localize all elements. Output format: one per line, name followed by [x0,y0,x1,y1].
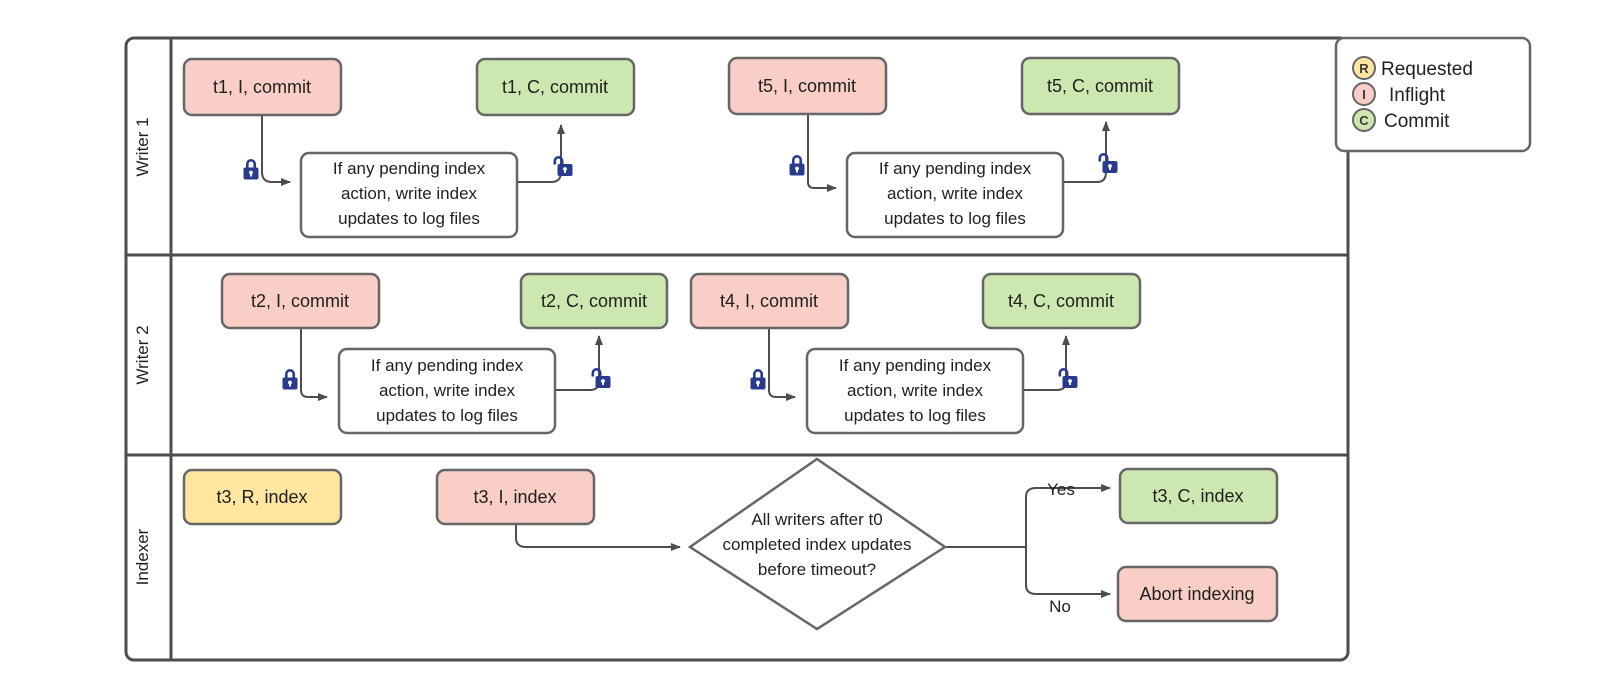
legend-label: Requested [1381,59,1473,80]
node-indexer-t3-commit[interactable]: t3, C, index [1118,467,1279,525]
lock-closed-icon [282,369,298,390]
process-line-1: If any pending index [371,356,524,375]
node-w2-t4-inflight[interactable]: t4, I, commit [689,272,850,330]
node-w2-process-1[interactable]: If any pending index action, write index… [337,347,557,435]
process-line-1: If any pending index [839,356,992,375]
edge-w2-t2i-to-process [300,328,328,401]
legend-badge-letter: R [1359,61,1369,76]
lock-closed-icon [789,155,805,176]
legend-badge-letter: C [1359,113,1369,128]
process-line-2: action, write index [341,184,478,203]
lane-label-text: Writer 2 [133,325,152,384]
node-w1-t1-commit[interactable]: t1, C, commit [475,57,636,117]
decision-line-1: All writers after t0 [751,510,882,529]
lock-open-icon [1098,153,1118,173]
lock-closed-icon [243,159,259,180]
decision-line-3: before timeout? [758,560,876,579]
node-w1-t1-inflight[interactable]: t1, I, commit [182,57,343,117]
lock-open-icon [1058,368,1078,388]
lock-open-icon [591,368,611,388]
legend-item-commit: C Commit [1352,108,1450,132]
edge-w1-t5i-to-process [807,113,837,192]
process-line-1: If any pending index [333,159,486,178]
node-w2-t2-inflight[interactable]: t2, I, commit [220,272,381,330]
lane-label-writer1: Writer 1 [133,117,152,176]
edge-decision-branches [945,484,1111,598]
node-w2-t2-commit[interactable]: t2, C, commit [519,272,669,330]
process-line-3: updates to log files [844,406,986,425]
process-line-3: updates to log files [884,209,1026,228]
legend-label: Commit [1384,111,1450,132]
node-label: t5, I, commit [758,76,856,96]
edge-w1-t1i-to-process [261,115,291,186]
process-line-2: action, write index [379,381,516,400]
edge-w2-t4i-to-process [768,328,796,401]
node-indexer-abort[interactable]: Abort indexing [1116,565,1279,623]
edge-label-yes: Yes [1047,480,1075,499]
process-line-3: updates to log files [338,209,480,228]
node-w1-t5-commit[interactable]: t5, C, commit [1020,56,1181,116]
legend-label: Inflight [1389,85,1446,106]
node-w1-process-2[interactable]: If any pending index action, write index… [845,151,1065,239]
lane-label-text: Writer 1 [133,117,152,176]
node-label: t3, I, index [473,487,556,507]
process-line-3: updates to log files [376,406,518,425]
process-line-1: If any pending index [879,159,1032,178]
lane-label-indexer: Indexer [133,528,152,585]
node-label: t2, I, commit [251,291,349,311]
lock-closed-icon [750,369,766,390]
node-label: t3, C, index [1152,486,1243,506]
node-indexer-decision[interactable]: All writers after t0 completed index upd… [687,457,948,631]
node-indexer-t3-requested[interactable]: t3, R, index [182,468,343,526]
legend-panel: R Requested I Inflight C Commit [1334,36,1532,153]
node-label: t3, R, index [216,487,307,507]
node-w2-t4-commit[interactable]: t4, C, commit [981,272,1142,330]
node-w1-t5-inflight[interactable]: t5, I, commit [727,56,888,116]
node-label: t4, I, commit [720,291,818,311]
node-indexer-t3-inflight[interactable]: t3, I, index [435,468,596,526]
edge-indexer-inflight-to-decision [515,523,681,551]
process-line-2: action, write index [887,184,1024,203]
node-w2-process-2[interactable]: If any pending index action, write index… [805,347,1025,435]
legend-badge-letter: I [1362,87,1366,102]
node-label: t4, C, commit [1008,291,1114,311]
node-label: t1, I, commit [213,77,311,97]
lane-label-text: Indexer [133,528,152,585]
node-label: t5, C, commit [1047,76,1153,96]
node-label: t1, C, commit [502,77,608,97]
decision-line-2: completed index updates [722,535,911,554]
node-label: Abort indexing [1139,584,1254,604]
legend-item-inflight: I Inflight [1352,82,1446,106]
node-w1-process-1[interactable]: If any pending index action, write index… [299,151,519,239]
process-line-2: action, write index [847,381,984,400]
legend-item-requested: R Requested [1352,56,1473,80]
edge-label-no: No [1049,597,1071,616]
lock-open-icon [553,156,573,176]
node-label: t2, C, commit [541,291,647,311]
lane-label-writer2: Writer 2 [133,325,152,384]
